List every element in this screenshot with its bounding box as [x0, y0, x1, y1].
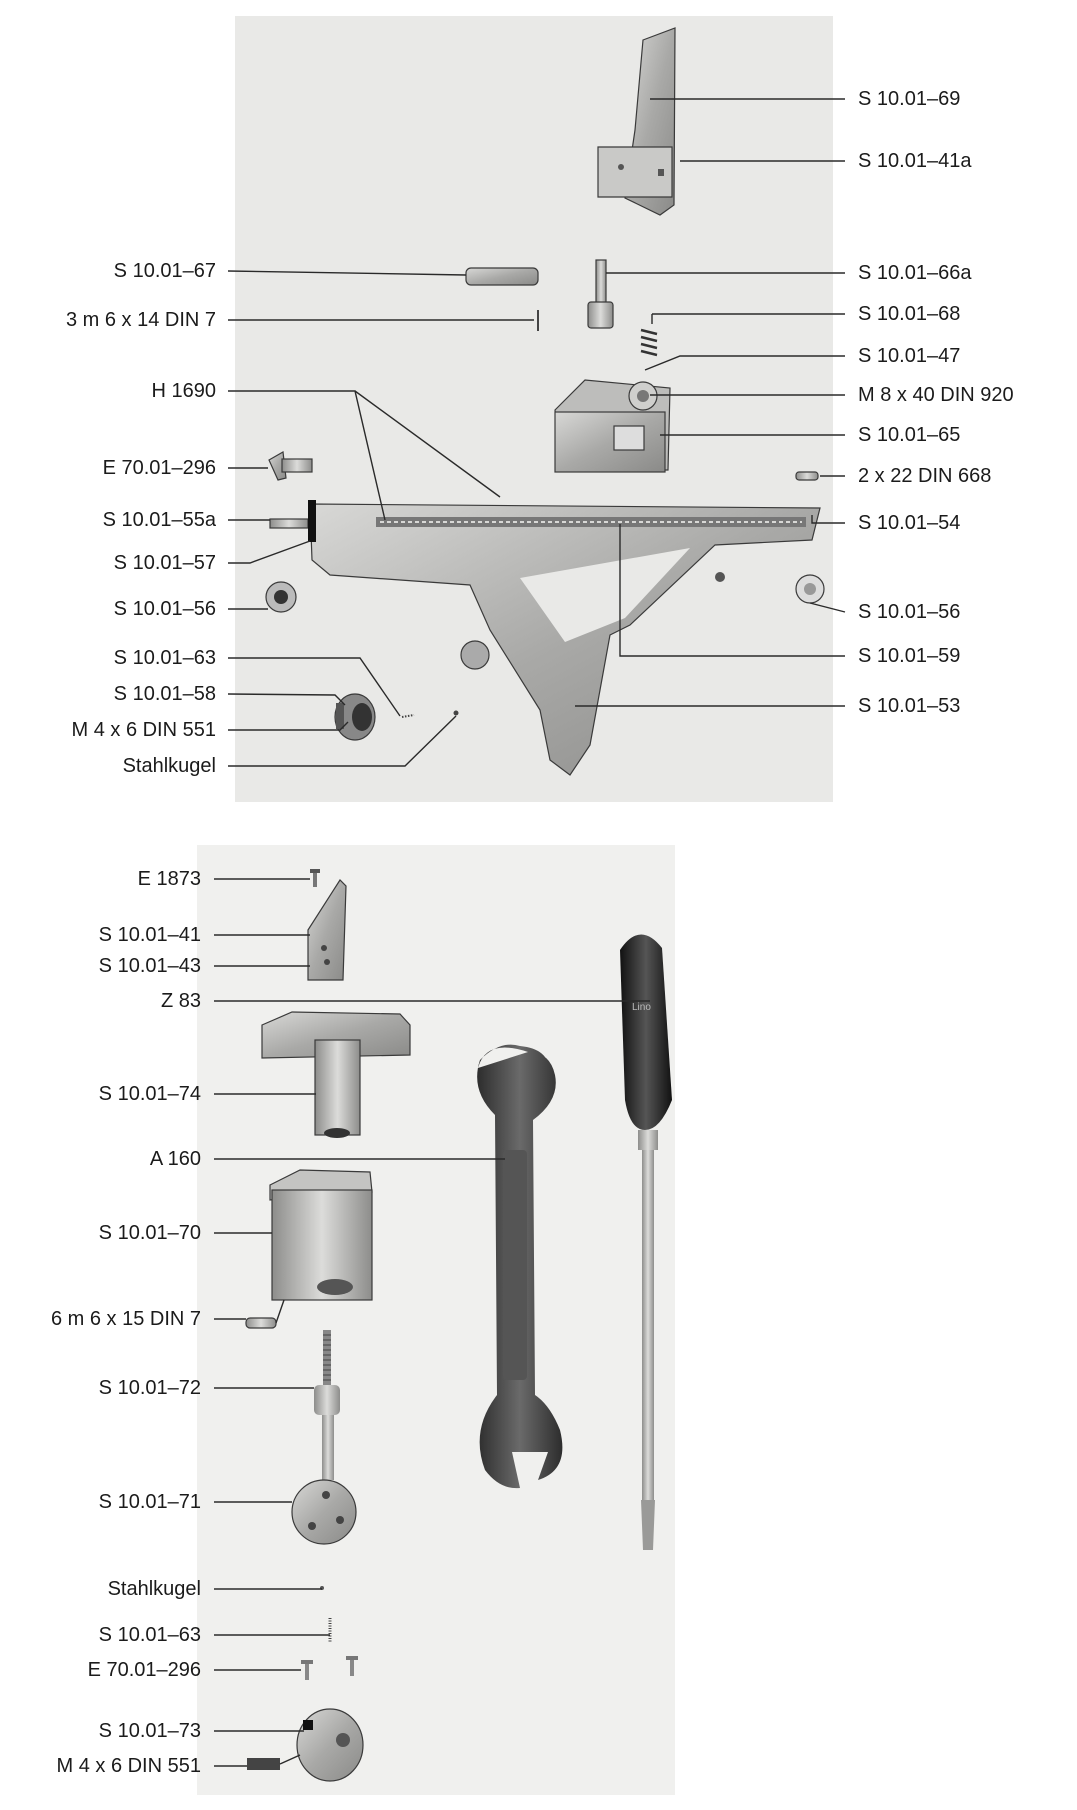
label-h-1690: H 1690	[151, 380, 217, 402]
label-s-10-01-59: S 10.01–59	[858, 645, 961, 667]
label-a-160: A 160	[149, 1148, 201, 1170]
spring-part	[640, 328, 658, 357]
label-m-4x6-din-551-bottom: M 4 x 6 DIN 551	[56, 1755, 201, 1777]
bracket-part	[597, 27, 676, 216]
label-s-10-01-63-top: S 10.01–63	[113, 647, 216, 669]
ring-part-left	[265, 581, 297, 613]
label-s-10-01-70: S 10.01–70	[98, 1222, 201, 1244]
screwdriver-part: Lino	[620, 934, 672, 1550]
label-s-10-01-56-left: S 10.01–56	[113, 598, 216, 620]
bolt-part	[587, 259, 614, 329]
end-plate-part	[308, 500, 316, 542]
label-e-70-01-296-bottom: E 70.01–296	[87, 1659, 201, 1681]
label-s-10-01-71: S 10.01–71	[98, 1491, 201, 1513]
label-s-10-01-57: S 10.01–57	[113, 552, 216, 574]
small-pin-part	[795, 471, 819, 481]
label-s-10-01-69: S 10.01–69	[858, 88, 961, 110]
label-s-10-01-53: S 10.01–53	[858, 695, 961, 717]
label-s-10-01-43: S 10.01–43	[98, 955, 201, 977]
disc-part	[291, 1479, 357, 1545]
label-m-4x6-din-551-top: M 4 x 6 DIN 551	[71, 719, 216, 741]
label-s-10-01-68: S 10.01–68	[858, 303, 961, 325]
label-e-70-01-296-top: E 70.01–296	[102, 457, 216, 479]
round-knob-part	[296, 1708, 364, 1782]
label-2x22-din-668: 2 x 22 DIN 668	[858, 465, 992, 487]
countersunk-screws-part	[301, 1656, 358, 1680]
t-handle-part	[261, 1011, 411, 1138]
label-s-10-01-41a: S 10.01–41a	[858, 150, 972, 172]
main-frame-part	[309, 503, 821, 776]
label-s-10-01-58: S 10.01–58	[113, 683, 216, 705]
label-s-10-01-67: S 10.01–67	[113, 260, 216, 282]
label-s-10-01-73: S 10.01–73	[98, 1720, 201, 1742]
small-spring-part	[401, 714, 415, 718]
label-s-10-01-74: S 10.01–74	[98, 1083, 201, 1105]
label-s-10-01-47: S 10.01–47	[858, 345, 961, 367]
label-3m6x14-din-7: 3 m 6 x 14 DIN 7	[65, 309, 216, 331]
angle-bracket-part	[307, 879, 347, 981]
wrench-part	[477, 1044, 563, 1489]
svg-text:Lino: Lino	[632, 1002, 651, 1013]
threaded-shaft-part	[314, 1330, 340, 1480]
label-z-83: Z 83	[160, 990, 201, 1012]
knurled-knob-part	[334, 693, 376, 741]
label-s-10-01-63-bottom: S 10.01–63	[98, 1624, 201, 1646]
ring-part-right	[795, 574, 825, 604]
label-m-8x40-din-920: M 8 x 40 DIN 920	[858, 384, 1014, 406]
label-s-10-01-55a: S 10.01–55a	[102, 509, 216, 531]
steel-ball-part	[453, 710, 459, 716]
label-s-10-01-66a: S 10.01–66a	[858, 262, 972, 284]
label-s-10-01-56-right: S 10.01–56	[858, 601, 961, 623]
label-s-10-01-54: S 10.01–54	[858, 512, 961, 534]
small-screw-part	[310, 869, 320, 887]
label-s-10-01-72: S 10.01–72	[98, 1377, 201, 1399]
countersunk-screw-part	[268, 451, 313, 481]
block-part	[269, 1169, 373, 1301]
label-stahlkugel-top: Stahlkugel	[122, 755, 216, 777]
label-6m6x15-din-7: 6 m 6 x 15 DIN 7	[50, 1308, 201, 1330]
label-stahlkugel-bottom: Stahlkugel	[107, 1578, 201, 1600]
set-screw-part	[247, 1758, 280, 1770]
label-e-1873: E 1873	[137, 868, 201, 890]
carriage-block-part	[554, 379, 671, 473]
label-s-10-01-65: S 10.01–65	[858, 424, 961, 446]
label-s-10-01-41: S 10.01–41	[98, 924, 201, 946]
latch-part	[465, 267, 539, 286]
